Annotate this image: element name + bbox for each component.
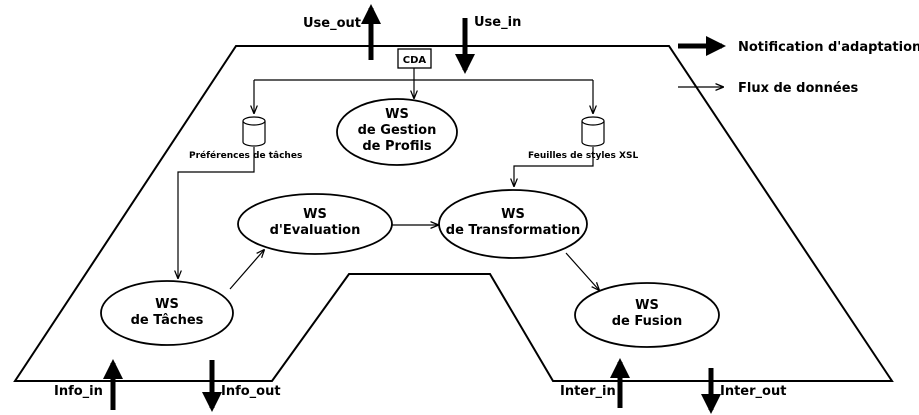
preferences-store-label: Préférences de tâches [189,150,302,161]
ws-profils-line-1: WS [385,107,409,122]
port-use-out-label: Use_out [303,16,361,31]
legend-data-flow-label: Flux de données [738,81,859,96]
ws-transformation-line-2: de Transformation [446,223,580,238]
ws-fusion-line-2: de Fusion [612,314,683,329]
port-inter-in-label: Inter_in [560,384,616,399]
ws-evaluation-line-1: WS [303,207,327,222]
styles-store-icon [581,116,605,147]
port-inter-out-label: Inter_out [720,384,786,399]
ws-evaluation-node [237,193,393,255]
flow-taches-to-evaluation [229,250,264,290]
ws-taches-node [100,280,234,346]
port-use-in-label: Use_in [474,15,521,30]
ws-transformation-line-1: WS [501,207,525,222]
flow-transformation-to-fusion [565,252,599,290]
port-info-out-label: Info_out [221,384,281,399]
ws-profils-node [336,98,458,166]
ws-fusion-line-1: WS [635,298,659,313]
flow-styles-to-transformation [514,147,594,186]
ws-fusion-node [574,282,720,348]
legend-adaptation-label: Notification d'adaptation [738,40,919,55]
ws-profils-line-2: de Gestion [358,123,437,138]
preferences-store-icon [242,116,266,147]
ws-taches-line-2: de Tâches [131,313,204,328]
ws-transformation-node [438,189,588,259]
port-info-in-label: Info_in [54,384,103,399]
cda-label: CDA [403,55,427,66]
styles-store-label: Feuilles de styles XSL [528,151,638,161]
ws-profils-line-3: de Profils [362,139,432,154]
ws-evaluation-line-2: d'Evaluation [270,223,361,238]
ws-taches-line-1: WS [155,297,179,312]
flow-preferences-to-taches [178,147,255,278]
platform-outline [13,45,894,382]
